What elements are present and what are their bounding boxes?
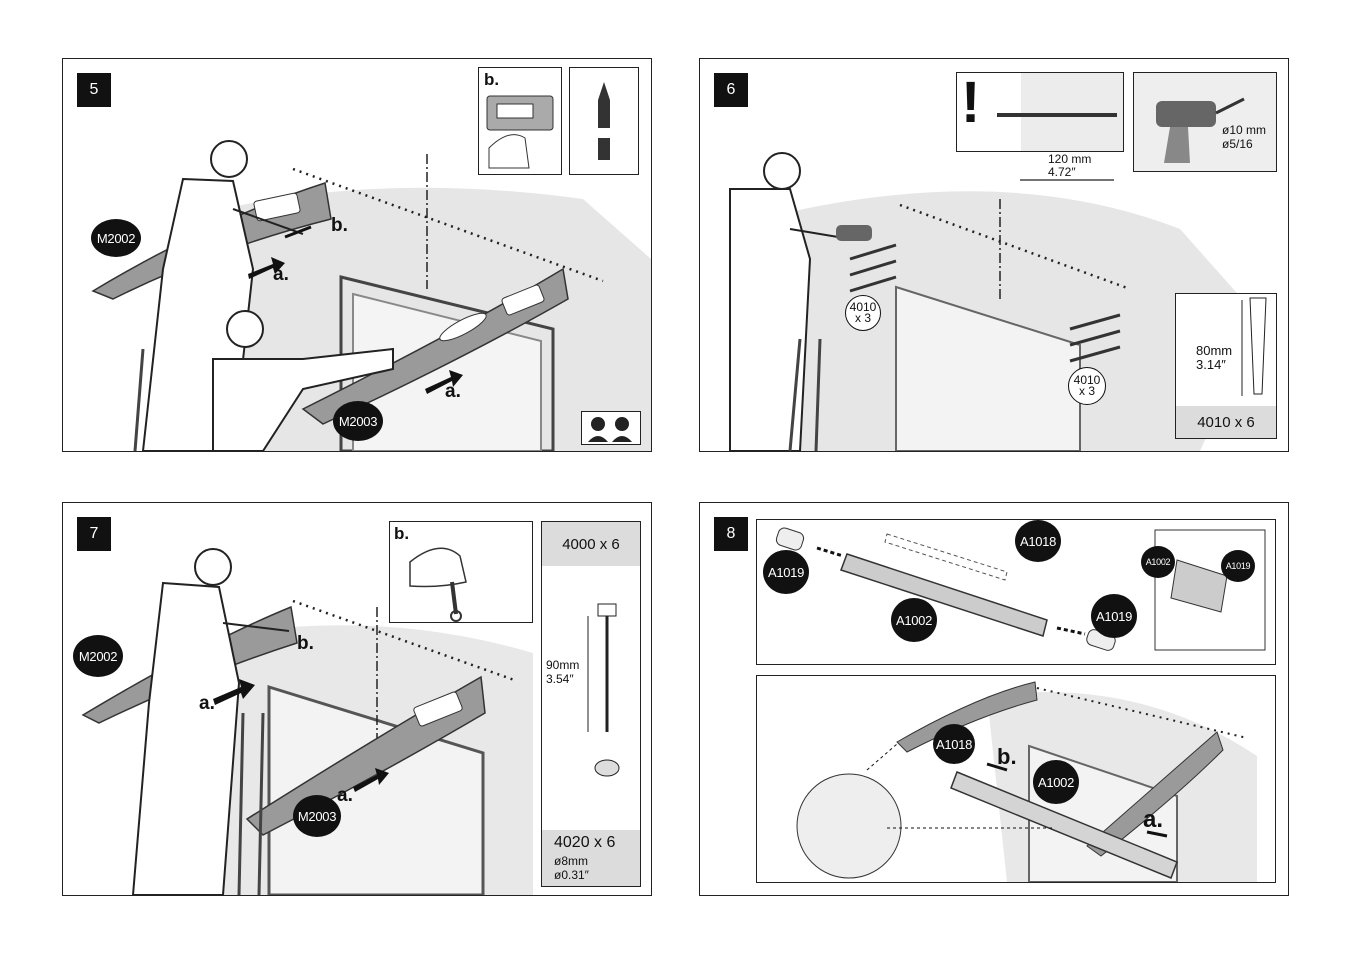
gutter-assembly-detail: A1019 A1018 A1002 A1019 A1002 A1019: [756, 519, 1276, 665]
part-badge-a1019: A1019: [1091, 594, 1137, 638]
step-number: 5: [77, 73, 111, 107]
step-5-panel: 5 M2002 M2003 a. a. b. b.: [62, 58, 652, 452]
distance-mm: 120 mm: [1048, 152, 1092, 166]
pencil-icon: [598, 82, 610, 160]
step-7-scene: [81, 548, 533, 895]
plug-qty-badge: 4010 x 3: [845, 295, 881, 331]
part-badge-a1002: A1002: [1141, 546, 1175, 578]
part-badge-m2002: M2002: [73, 635, 123, 677]
gutter-mounting-detail: A1018 A1002 a. b.: [756, 675, 1276, 883]
drill-spec-box: ø10 mm ø5/16: [1133, 72, 1277, 172]
label-b: b.: [297, 633, 314, 654]
plug-count: 4010 x 6: [1176, 406, 1276, 438]
gutter-parts-illustration: [775, 527, 1266, 651]
label-b: b.: [997, 744, 1017, 769]
label-a: a.: [445, 381, 461, 402]
drill-diameter-inch: ø5/16: [1222, 137, 1253, 151]
label-b: b.: [331, 215, 348, 236]
tool-box-pencil: [569, 67, 639, 175]
screw-length-inch: 3.54″: [546, 672, 574, 686]
plug-length-inch: 3.14″: [1196, 357, 1226, 372]
inset-detail-b: b.: [389, 521, 533, 623]
hand-screw-illustration: [486, 95, 554, 169]
plug-length-mm: 80mm: [1196, 343, 1233, 358]
distance-inch: 4.72″: [1048, 165, 1076, 179]
part-badge-a1018: A1018: [1015, 520, 1061, 562]
screw-spec-box: 4000 x 6 90mm 3.54″ 4020 x 6 ø8mm ø0.31″: [541, 521, 641, 887]
plug-qty-badge: 4010 x 3: [1068, 367, 1106, 405]
label-a: a.: [1143, 806, 1164, 833]
wall-plug-icon: [1241, 297, 1267, 396]
part-badge-a1019: A1019: [763, 550, 809, 594]
wrench-hand-icon: [409, 547, 467, 622]
warning-box: !: [956, 72, 1124, 152]
part-badge-m2002: M2002: [91, 219, 141, 257]
part-badge-a1002: A1002: [1033, 760, 1079, 804]
part-badge-a1018: A1018: [933, 724, 975, 764]
part-badge-a1002: A1002: [891, 598, 937, 642]
step-number: 7: [77, 517, 111, 551]
drill-diameter-mm: ø10 mm: [1222, 123, 1267, 137]
step-number: 8: [714, 517, 748, 551]
step-5-scene: [91, 140, 651, 451]
warning-exclamation-icon: !: [961, 72, 981, 135]
screw-spec-header: 4000 x 6: [542, 522, 640, 566]
drill-icon: [1156, 97, 1245, 163]
step-6-panel: 6 ! 120 mm 4.72″: [699, 58, 1289, 452]
washer-spec-footer: 4020 x 6 ø8mm ø0.31″: [542, 830, 640, 886]
screw-length-mm: 90mm: [546, 658, 580, 672]
label-a: a.: [273, 264, 289, 285]
part-badge-a1019: A1019: [1221, 550, 1255, 582]
step-number: 6: [714, 73, 748, 107]
two-persons-icon: [581, 411, 641, 445]
label-b: b.: [394, 524, 410, 543]
step-7-panel: 7 M2002 M2003 a. a. b. b. 4000 x 6: [62, 502, 652, 896]
step-6-scene: [729, 152, 1260, 451]
label-a: a.: [199, 693, 215, 714]
step-8-panel: 8 A1019 A1018 A1002 A1019 A1002 A1019: [699, 502, 1289, 896]
plug-spec-box: 80mm 3.14″ 4010 x 6: [1175, 293, 1277, 439]
label-a: a.: [337, 785, 353, 806]
gutter-mounting-illustration: [796, 681, 1257, 882]
part-badge-m2003: M2003: [333, 401, 383, 441]
screw-icon: [587, 603, 620, 777]
inset-detail-b: b.: [478, 67, 562, 175]
label-b: b.: [484, 70, 500, 89]
part-badge-m2003: M2003: [293, 795, 341, 837]
